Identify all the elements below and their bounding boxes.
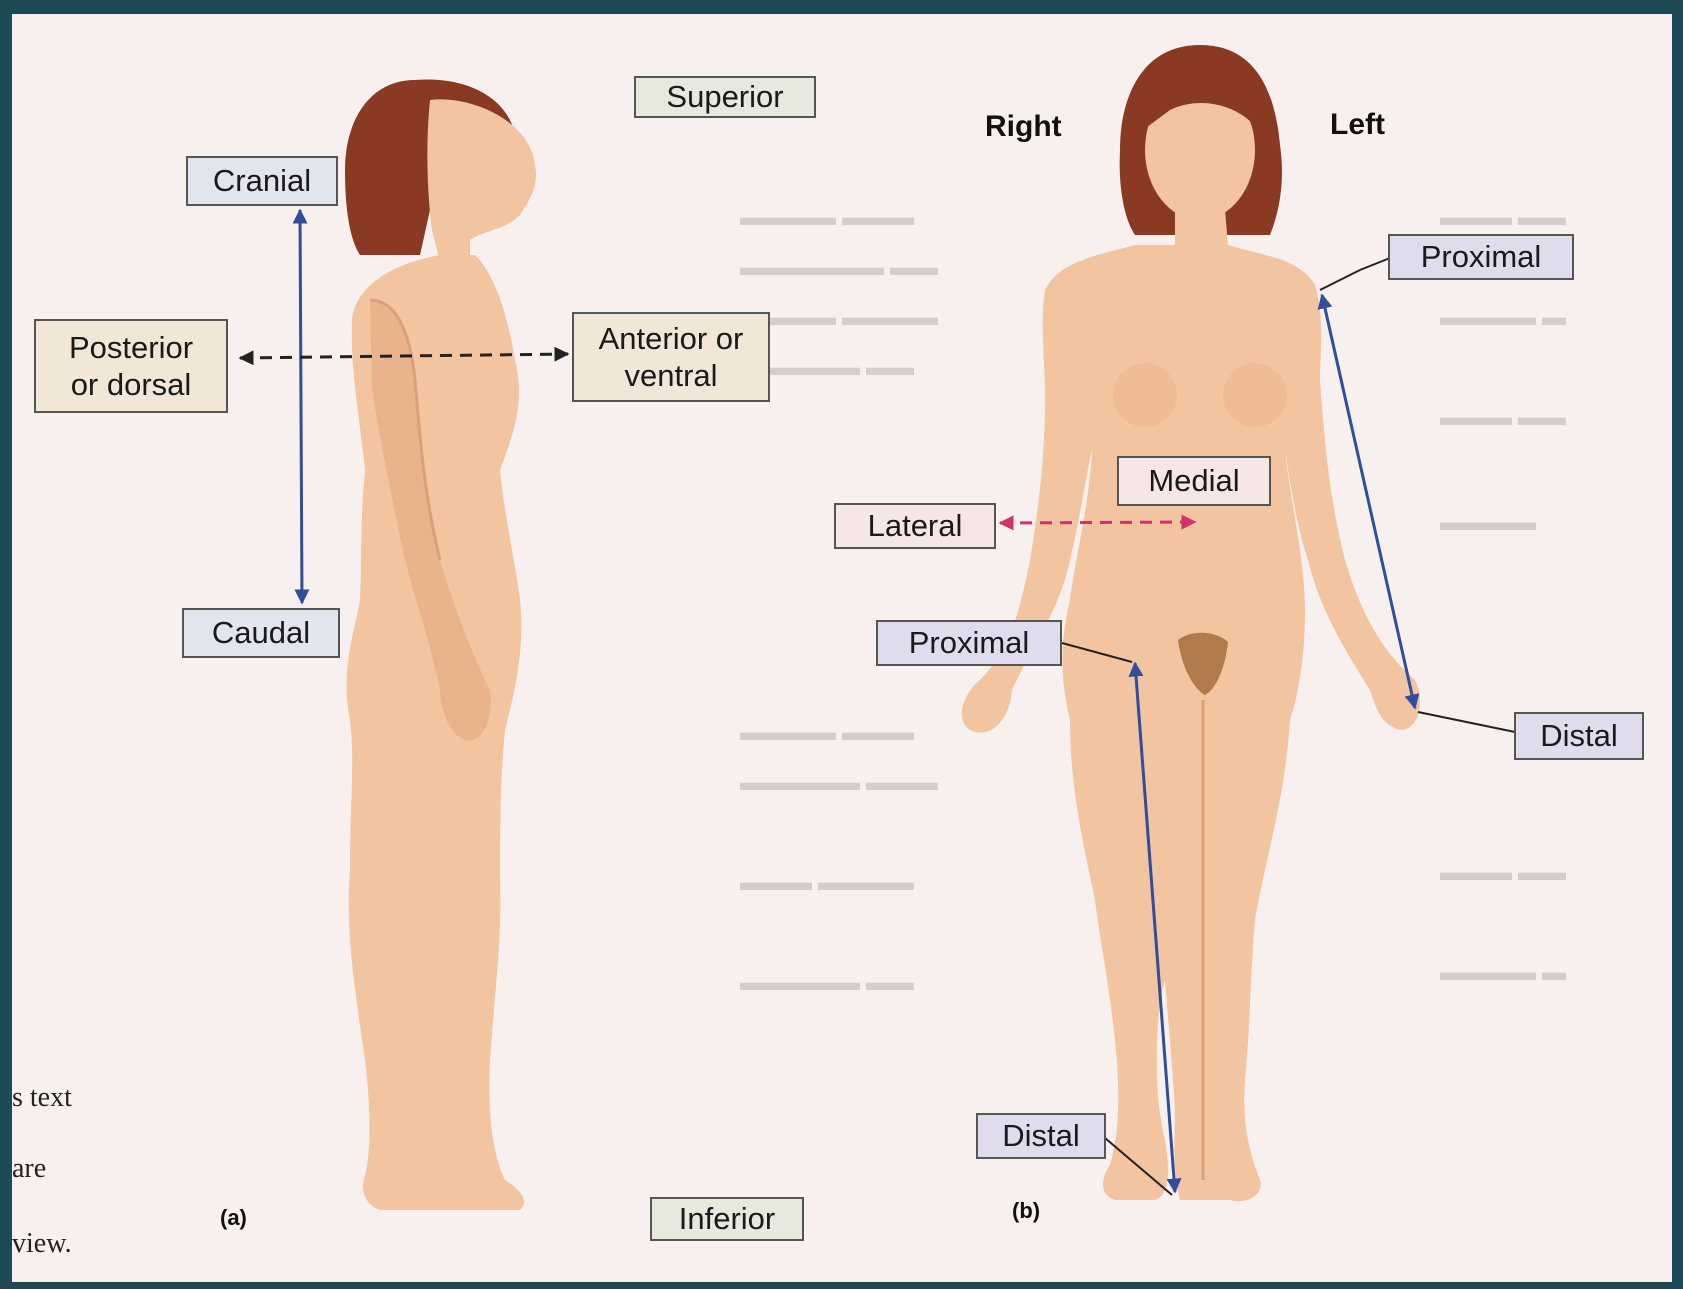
front-breast-right xyxy=(1113,363,1177,427)
side-head xyxy=(427,99,536,262)
distal-arm-leader xyxy=(1418,712,1515,732)
panel-a-label: (a) xyxy=(220,1205,247,1231)
anterior-label: Anterior or ventral xyxy=(572,312,770,402)
cranial-label: Cranial xyxy=(186,156,338,206)
side-view-figure xyxy=(345,80,536,1210)
front-body xyxy=(962,210,1420,1201)
lateral-label: Lateral xyxy=(834,503,996,549)
proximal-arm-label: Proximal xyxy=(1388,234,1574,280)
page-text-line-3: view. xyxy=(12,1228,72,1260)
distal-arm-label: Distal xyxy=(1514,712,1644,760)
right-side-label: Right xyxy=(985,110,1062,144)
superior-label: Superior xyxy=(634,76,816,118)
distal-leg-label: Distal xyxy=(976,1113,1106,1159)
panel-b-label: (b) xyxy=(1012,1198,1040,1224)
proximal-leg-label: Proximal xyxy=(876,620,1062,666)
medial-label: Medial xyxy=(1117,456,1271,506)
inferior-label: Inferior xyxy=(650,1197,804,1241)
cranial-caudal-arrow xyxy=(300,210,302,603)
front-breast-left xyxy=(1223,363,1287,427)
left-side-label: Left xyxy=(1330,108,1385,142)
posterior-anterior-arrow xyxy=(240,354,568,358)
page-text-line-1: s text xyxy=(12,1082,72,1114)
side-torso xyxy=(347,255,524,1210)
page-text-line-2: are xyxy=(12,1153,46,1185)
posterior-label: Posterior or dorsal xyxy=(34,319,228,413)
caudal-label: Caudal xyxy=(182,608,340,658)
proximal-arm-leader xyxy=(1320,258,1390,290)
